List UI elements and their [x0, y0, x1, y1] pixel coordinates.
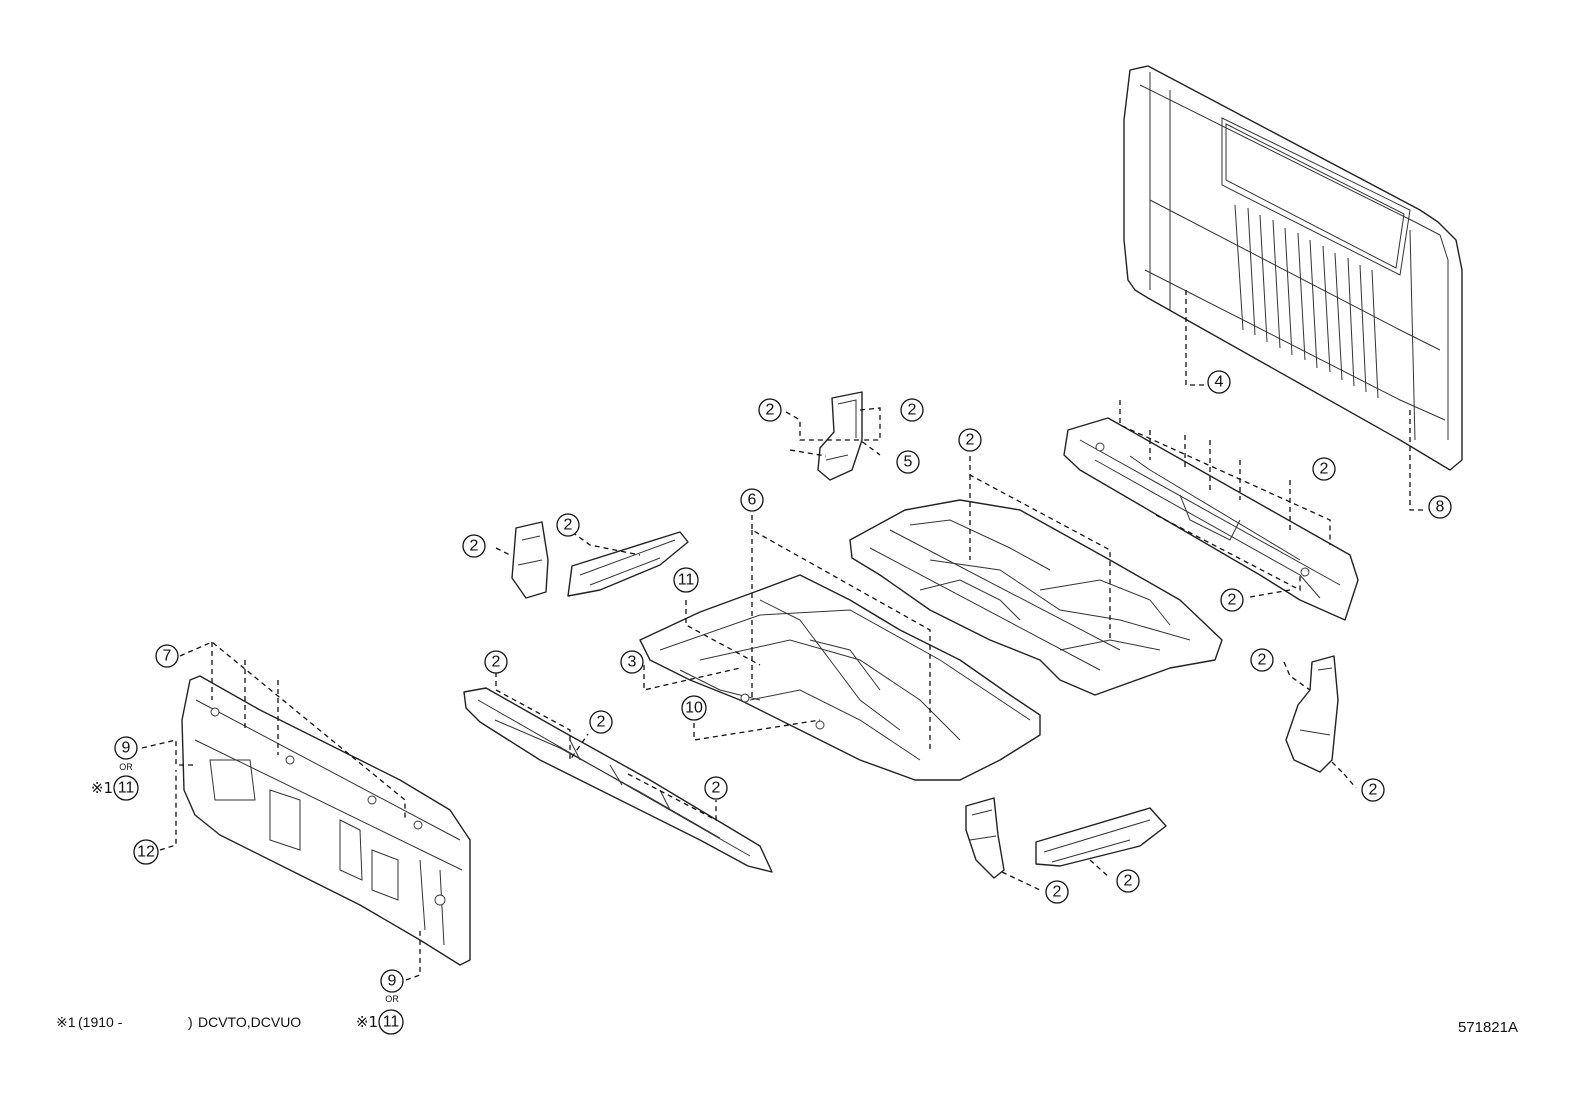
- callout-2-cross-member-mid: 2: [589, 710, 613, 734]
- callout-10: 10: [681, 695, 707, 721]
- footnote-ref-mark: ※1: [356, 1013, 378, 1031]
- callout-9-upper: 9: [114, 736, 138, 760]
- callout-2e-label: 2: [766, 402, 775, 419]
- callout-11-upper-alt: 11: [113, 775, 139, 801]
- callout-4: 4: [1207, 370, 1231, 394]
- callout-9b-label: 9: [388, 973, 397, 990]
- front-floor-pan-part: [639, 574, 1041, 781]
- bracket-left-a: [511, 521, 549, 599]
- callout-2d-label: 2: [908, 402, 917, 419]
- rear-cross-member-part: [1063, 417, 1359, 621]
- callout-3: 3: [620, 650, 644, 674]
- callout-2-upper-right: 2: [1312, 457, 1336, 481]
- footnote-mark: ※1: [56, 1014, 76, 1030]
- callout-7: 7: [155, 644, 179, 668]
- callout-2-right-bracket-bottom: 2: [1361, 778, 1385, 802]
- callout-6-label: 6: [748, 492, 757, 509]
- reference-code: 571821A: [1458, 1019, 1518, 1036]
- callout-2-cross-member: 2: [1220, 588, 1244, 612]
- footnote-date-open: (1910 -: [78, 1014, 123, 1030]
- callout-8: 8: [1428, 495, 1452, 519]
- or-label-upper: OR: [119, 762, 133, 772]
- footnote-ref-ring: [378, 1009, 404, 1035]
- bracket-upper-center: [817, 391, 863, 481]
- callout-11-floor: 11: [673, 567, 699, 593]
- dash-panel-part: [181, 675, 471, 966]
- callout-2-left-bracket-a: 2: [462, 534, 486, 558]
- alt-mark-upper: ※1: [91, 779, 113, 797]
- callout-6: 6: [740, 488, 764, 512]
- callout-2g-label: 2: [564, 517, 573, 534]
- callout-2-lower-bracket-a: 2: [1045, 880, 1069, 904]
- callout-2-cross-member-left: 2: [484, 650, 508, 674]
- callout-2-rear-floor: 2: [958, 428, 982, 452]
- callout-11b-label: 11: [118, 780, 135, 797]
- callout-12-label: 12: [137, 844, 155, 861]
- callout-2c-label: 2: [966, 432, 975, 449]
- bracket-right-a: [1285, 655, 1339, 773]
- or-label-lower: OR: [385, 994, 399, 1004]
- leader-lines: [141, 290, 1426, 981]
- callout-2j-label: 2: [712, 780, 721, 797]
- callout-8-label: 8: [1436, 499, 1445, 516]
- rear-floor-pan-part: [849, 499, 1223, 696]
- callout-2a-label: 2: [1320, 461, 1329, 478]
- back-panel-part: [1123, 65, 1463, 471]
- callout-2-cross-member-right: 2: [704, 776, 728, 800]
- callout-2-left-bracket-b: 2: [556, 513, 580, 537]
- callout-2m-label: 2: [1053, 884, 1062, 901]
- footnote: ※1 (1910 - ) DCVTO,DCVUO ※1 11: [56, 1009, 404, 1035]
- callout-2-lower-bracket-b: 2: [1116, 869, 1140, 893]
- callout-2k-label: 2: [1258, 652, 1267, 669]
- callout-2b-label: 2: [1228, 592, 1237, 609]
- callout-2-bracket-top-left: 2: [758, 398, 782, 422]
- bracket-lower-b: [1035, 807, 1167, 867]
- callout-3-label: 3: [628, 654, 637, 671]
- callout-4-label: 4: [1215, 374, 1224, 391]
- callout-9a-label: 9: [122, 740, 131, 757]
- callout-10-label: 10: [685, 700, 703, 717]
- footnote-models: DCVTO,DCVUO: [198, 1014, 301, 1030]
- callout-2i-label: 2: [597, 714, 606, 731]
- callout-2n-label: 2: [1124, 873, 1133, 890]
- callout-9-lower: 9: [380, 969, 404, 993]
- callout-2-bracket-top-right: 2: [900, 398, 924, 422]
- footnote-date-close: ): [188, 1014, 193, 1030]
- callout-2h-label: 2: [492, 654, 501, 671]
- footnote-ref-number: 11: [383, 1014, 400, 1031]
- front-cross-member-part: [463, 687, 773, 873]
- bracket-left-b: [567, 531, 689, 597]
- callout-2-right-bracket-top: 2: [1250, 648, 1274, 672]
- callout-7-label: 7: [163, 648, 172, 665]
- callout-2l-label: 2: [1369, 782, 1378, 799]
- callout-5-label: 5: [904, 454, 913, 471]
- bracket-lower-a: [965, 797, 1005, 879]
- callout-11a-label: 11: [678, 572, 695, 589]
- callout-5: 5: [896, 450, 920, 474]
- callout-2f-label: 2: [470, 538, 479, 555]
- callout-12: 12: [133, 839, 159, 865]
